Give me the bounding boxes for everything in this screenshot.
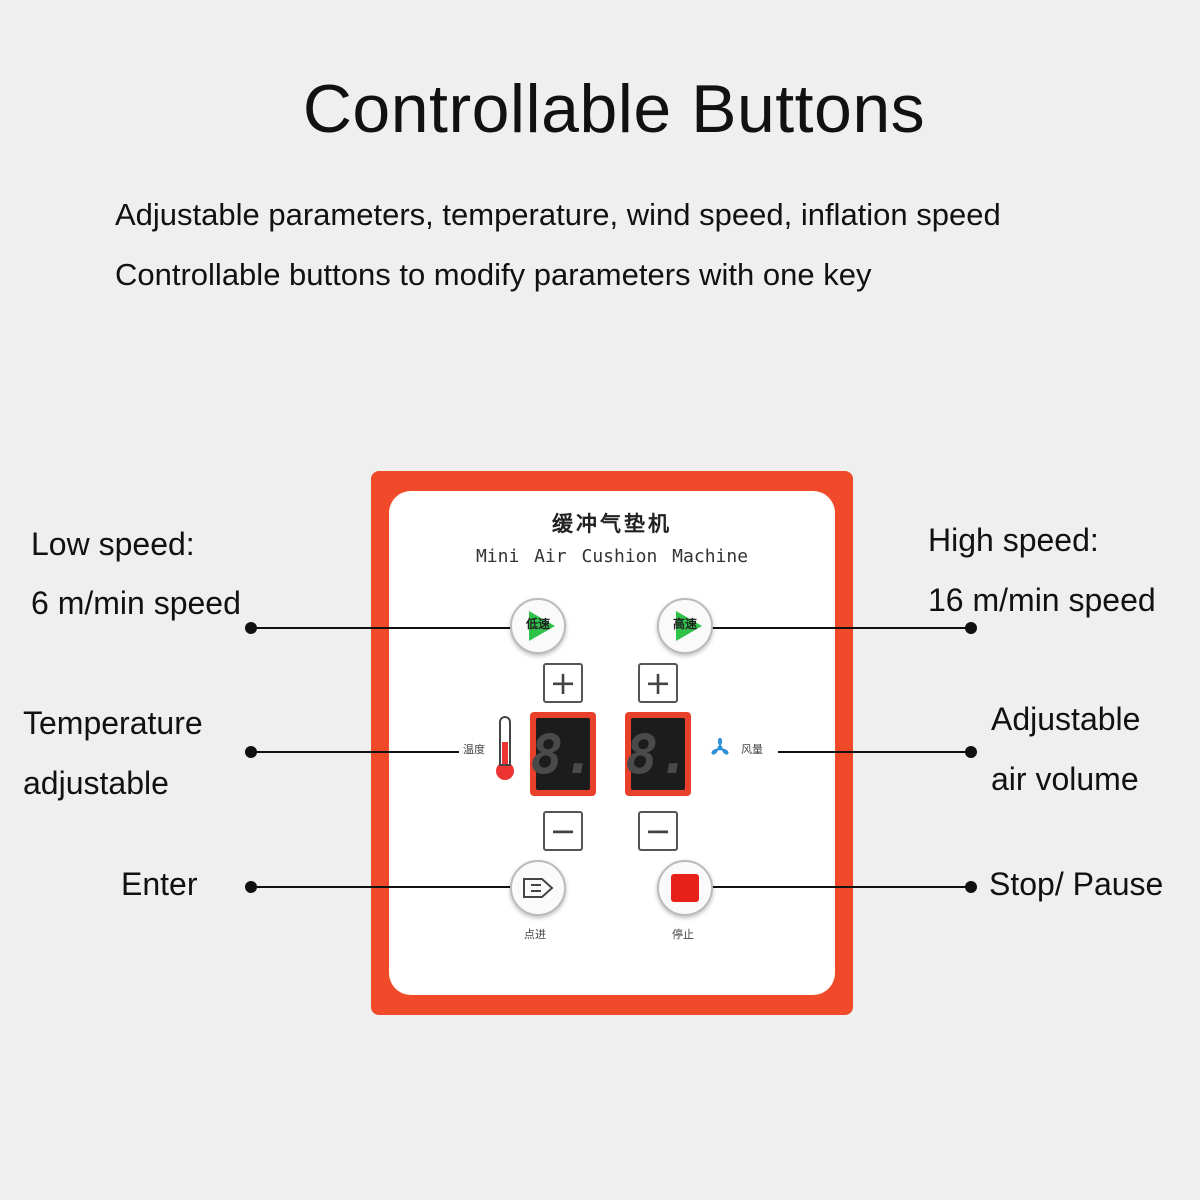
enter-callout-line — [251, 886, 513, 888]
temperature-callout-line — [251, 751, 459, 753]
stop-pause-title: Stop/ Pause — [989, 866, 1164, 902]
temperature-minus-button[interactable]: − — [543, 811, 583, 851]
air-volume-title: Adjustable — [991, 701, 1141, 737]
temperature-label-cn: 温度 — [463, 743, 485, 756]
air-volume-desc: air volume — [991, 761, 1139, 797]
low-speed-callout-line — [251, 627, 513, 629]
panel-title-en: Mini Air Cushion Machine — [475, 546, 749, 567]
stop-label-cn: 停止 — [672, 928, 694, 941]
stop-button[interactable] — [657, 860, 713, 916]
enter-title: Enter — [121, 866, 198, 902]
thermometer-icon — [495, 716, 515, 780]
play-icon — [529, 611, 555, 641]
high-speed-button-label: 高速 — [672, 617, 697, 631]
temperature-title: Temperature — [23, 705, 203, 741]
enter-button[interactable] — [510, 860, 566, 916]
air-volume-callout-dot — [965, 746, 977, 758]
air-volume-callout-line — [778, 751, 970, 753]
low-speed-title: Low speed: — [31, 526, 195, 562]
air-volume-label-cn: 风量 — [741, 743, 763, 756]
temperature-display: 8. — [530, 712, 596, 796]
low-speed-callout-dot — [245, 622, 257, 634]
high-speed-button[interactable]: 高速 — [657, 598, 713, 654]
air-volume-plus-button[interactable]: + — [638, 663, 678, 703]
low-speed-button-label: 低速 — [525, 617, 550, 631]
enter-arrow-icon — [523, 878, 554, 898]
low-speed-button[interactable]: 低速 — [510, 598, 566, 654]
stop-square-icon — [671, 874, 699, 902]
high-speed-callout-line — [712, 627, 970, 629]
temperature-callout-dot — [245, 746, 257, 758]
enter-label-cn: 点进 — [524, 928, 546, 941]
enter-callout-dot — [245, 881, 257, 893]
low-speed-value: 6 m/min speed — [31, 585, 241, 621]
temperature-desc: adjustable — [23, 765, 169, 801]
temperature-plus-button[interactable]: + — [543, 663, 583, 703]
stop-callout-line — [712, 886, 970, 888]
panel-title-cn: 缓冲气垫机 — [552, 512, 672, 536]
play-icon — [676, 611, 702, 641]
high-speed-callout-dot — [965, 622, 977, 634]
control-panel-face — [389, 491, 835, 995]
high-speed-value: 16 m/min speed — [928, 582, 1156, 618]
temperature-display-digits: 8. — [530, 718, 596, 790]
air-volume-minus-button[interactable]: − — [638, 811, 678, 851]
page-title: Controllable Buttons — [302, 71, 926, 147]
fan-icon — [711, 738, 729, 755]
air-volume-display: 8. — [625, 712, 691, 796]
high-speed-title: High speed: — [928, 522, 1099, 558]
subtitle-line-1: Adjustable parameters, temperature, wind… — [115, 197, 1001, 232]
stop-callout-dot — [965, 881, 977, 893]
air-volume-display-digits: 8. — [625, 718, 691, 790]
subtitle-line-2: Controllable buttons to modify parameter… — [115, 257, 872, 292]
